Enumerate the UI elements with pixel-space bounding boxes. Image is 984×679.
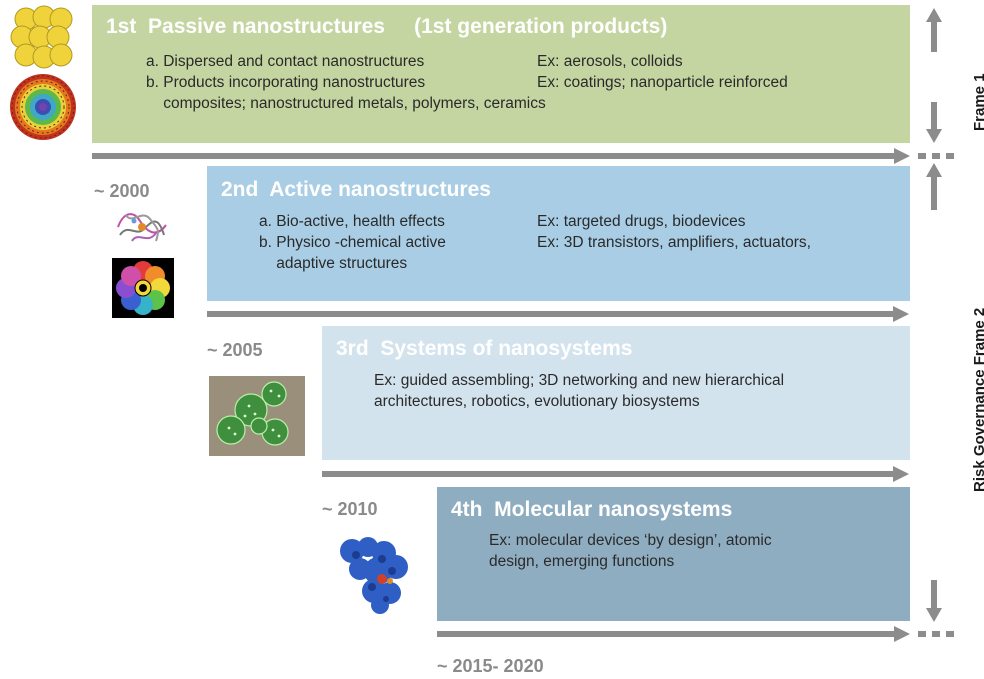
gen2-item-b-cont: adaptive structures	[259, 255, 408, 272]
gen1-item-b-cont: composites; nanostructured metals, polym…	[146, 95, 546, 112]
nanoparticle-sphere-icon	[10, 74, 76, 140]
gen1-item-a: a. Dispersed and contact nanostructures	[146, 53, 425, 70]
gen3-box: 3rd Systems of nanosystems Ex: guided as…	[322, 326, 910, 460]
gen3-line-1: Ex: guided assembling; 3D networking and…	[374, 372, 785, 389]
gen2-item-b: b. Physico -chemical active	[259, 234, 446, 251]
rainbow-flower-icon	[112, 258, 174, 318]
gen2-item-a: a. Bio-active, health effects	[259, 213, 445, 230]
frame1-label: Frame 1	[971, 73, 984, 131]
gen4-line-1: Ex: molecular devices ‘by design’, atomi…	[489, 532, 772, 549]
gen2-box: 2nd Active nanostructures a. Bio-active,…	[207, 166, 910, 301]
gen1-title: 1st Passive nanostructures (1st generati…	[106, 15, 668, 38]
year-2010: ~ 2010	[322, 499, 378, 519]
gen4-title: 4th Molecular nanosystems	[451, 498, 733, 521]
lattice-icon	[10, 5, 76, 69]
year-2005: ~ 2005	[207, 340, 263, 360]
gen1-example-b: Ex: coatings; nanoparticle reinforced	[537, 74, 788, 91]
gen2-example-b: Ex: 3D transistors, amplifiers, actuator…	[537, 234, 811, 251]
gen2-title: 2nd Active nanostructures	[221, 178, 491, 201]
frame2-label: Risk Governance Frame 2	[971, 308, 984, 492]
gen3-line-2: architectures, robotics, evolutionary bi…	[374, 393, 700, 410]
year-2000: ~ 2000	[94, 181, 150, 201]
gen1-item-b: b. Products incorporating nanostructures	[146, 74, 426, 91]
gen1-example-a: Ex: aerosols, colloids	[537, 53, 683, 70]
gen3-title: 3rd Systems of nanosystems	[336, 337, 633, 360]
molecular-complex-icon	[340, 537, 408, 614]
gen4-line-2: design, emerging functions	[489, 553, 675, 570]
gen2-example-a: Ex: targeted drugs, biodevices	[537, 213, 746, 230]
protein-icon	[117, 213, 167, 242]
gen1-box: 1st Passive nanostructures (1st generati…	[92, 5, 910, 143]
gen4-box: 4th Molecular nanosystems Ex: molecular …	[437, 487, 910, 621]
year-2015-2020: ~ 2015- 2020	[437, 656, 544, 676]
molecular-network-icon	[209, 376, 305, 456]
